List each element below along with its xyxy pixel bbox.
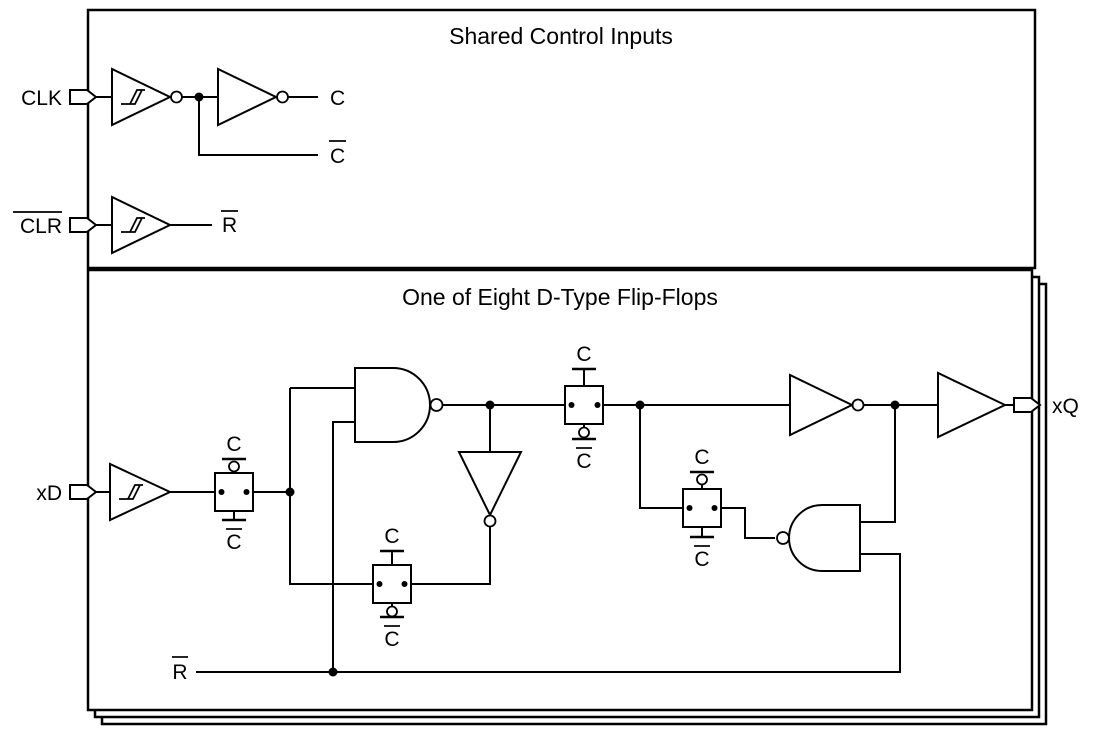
- terminal-dot: [243, 489, 250, 495]
- clk-channel: CLK C C: [21, 67, 346, 168]
- net-tg4-to-nand2: [721, 507, 775, 539]
- junction-dot: [635, 400, 645, 410]
- terminal-dot: [594, 402, 601, 408]
- c-bar-text: C: [694, 548, 709, 571]
- schmitt-triangle: [111, 67, 173, 127]
- junction-dot: [328, 667, 338, 677]
- nand-body: [788, 504, 861, 572]
- inverter-bubble: [429, 398, 444, 412]
- c-bar-text: C: [576, 450, 591, 473]
- xq-label: xQ: [1052, 395, 1079, 418]
- r-bar-text: R: [222, 214, 237, 237]
- shared-control-section: Shared Control Inputs CLK C C: [13, 8, 1037, 270]
- c-signal-label: C: [330, 87, 345, 110]
- terminal-dot: [376, 581, 383, 587]
- clk-label: CLK: [21, 87, 62, 110]
- net-master-output: [443, 404, 565, 452]
- terminal-dot: [711, 505, 718, 511]
- junction-dot: [285, 487, 295, 497]
- control-bubble: [696, 473, 708, 486]
- inverter-triangle: [217, 67, 279, 127]
- tg3-c-label: C: [384, 525, 399, 548]
- control-bubble: [386, 605, 398, 618]
- inverter-bubble: [851, 398, 865, 412]
- net-nand1-reset-input: [332, 421, 355, 672]
- net-master-node: [253, 387, 373, 585]
- transmission-gate-3: C C: [372, 525, 412, 651]
- tg3-c-bar-label: C: [384, 625, 400, 651]
- control-bubble: [228, 460, 240, 473]
- clr-schmitt-buffer: [111, 195, 173, 255]
- shared-control-box: [86, 8, 1037, 270]
- net-reset: [196, 553, 901, 673]
- net-q-internal: [860, 404, 938, 523]
- nand-body: [354, 367, 431, 443]
- clr-label: CLR: [13, 211, 62, 238]
- xq-output: xQ: [1013, 395, 1079, 418]
- c-bar-text: C: [330, 145, 345, 168]
- clr-input-pin: [69, 217, 98, 233]
- transmission-gate-2: C C: [564, 343, 604, 473]
- inverter-triangle: [789, 373, 855, 437]
- tg4-c-label: C: [694, 446, 709, 469]
- r-bar-signal-label: R: [221, 210, 238, 237]
- flip-flop-title: One of Eight D-Type Flip-Flops: [402, 284, 718, 310]
- master-nand-gate: [354, 367, 444, 443]
- net-feedback: [411, 527, 491, 585]
- transmission-gate-1: C C: [214, 433, 254, 554]
- xq-output-pin: [1013, 397, 1042, 413]
- flip-flop-section: One of Eight D-Type Flip-Flops xD C: [36, 268, 1079, 726]
- schmitt-triangle: [109, 462, 173, 522]
- inverter-bubble: [170, 90, 183, 104]
- terminal-dot: [568, 402, 575, 408]
- output-buffer: [937, 371, 1008, 439]
- shared-control-title: Shared Control Inputs: [449, 23, 673, 49]
- tg2-c-label: C: [576, 343, 591, 366]
- inverter-triangle: [457, 451, 523, 518]
- xd-input-pin: [69, 484, 98, 500]
- slave-inverter: [789, 373, 865, 437]
- clr-text: CLR: [20, 215, 62, 238]
- junction-dot: [485, 400, 495, 410]
- c-bar-text: C: [226, 531, 241, 554]
- terminal-dot: [686, 505, 693, 511]
- junction-dot: [890, 400, 900, 410]
- inverter-bubble: [776, 531, 790, 545]
- control-bubble: [578, 426, 590, 439]
- tg1-c-bar-label: C: [226, 528, 242, 554]
- tg4-c-bar-label: C: [694, 545, 710, 571]
- tg1-c-label: C: [226, 433, 241, 456]
- c-bar-text: C: [384, 628, 399, 651]
- c-bar-signal-label: C: [329, 140, 346, 168]
- tg2-c-bar-label: C: [576, 447, 592, 473]
- reset-line: R: [172, 553, 901, 684]
- inverter-bubble: [483, 514, 497, 528]
- terminal-dot: [401, 581, 408, 587]
- slave-nand-gate: [776, 504, 861, 572]
- master-feedback-inverter: [457, 451, 523, 528]
- xd-label: xD: [36, 482, 62, 505]
- clr-channel: CLR R: [13, 195, 238, 255]
- schmitt-triangle: [111, 195, 173, 255]
- buffer-triangle: [937, 371, 1008, 439]
- inverter-bubble: [276, 90, 289, 104]
- clk-input-pin: [69, 89, 98, 105]
- r-bar-label: R: [172, 656, 188, 684]
- xd-schmitt-buffer: [109, 462, 173, 522]
- r-bar-text: R: [172, 661, 187, 684]
- terminal-dot: [218, 489, 225, 495]
- xd-input: xD: [36, 462, 215, 522]
- net-slave-node: [603, 404, 790, 509]
- junction-dot: [194, 92, 204, 102]
- c-inverter: [217, 67, 289, 127]
